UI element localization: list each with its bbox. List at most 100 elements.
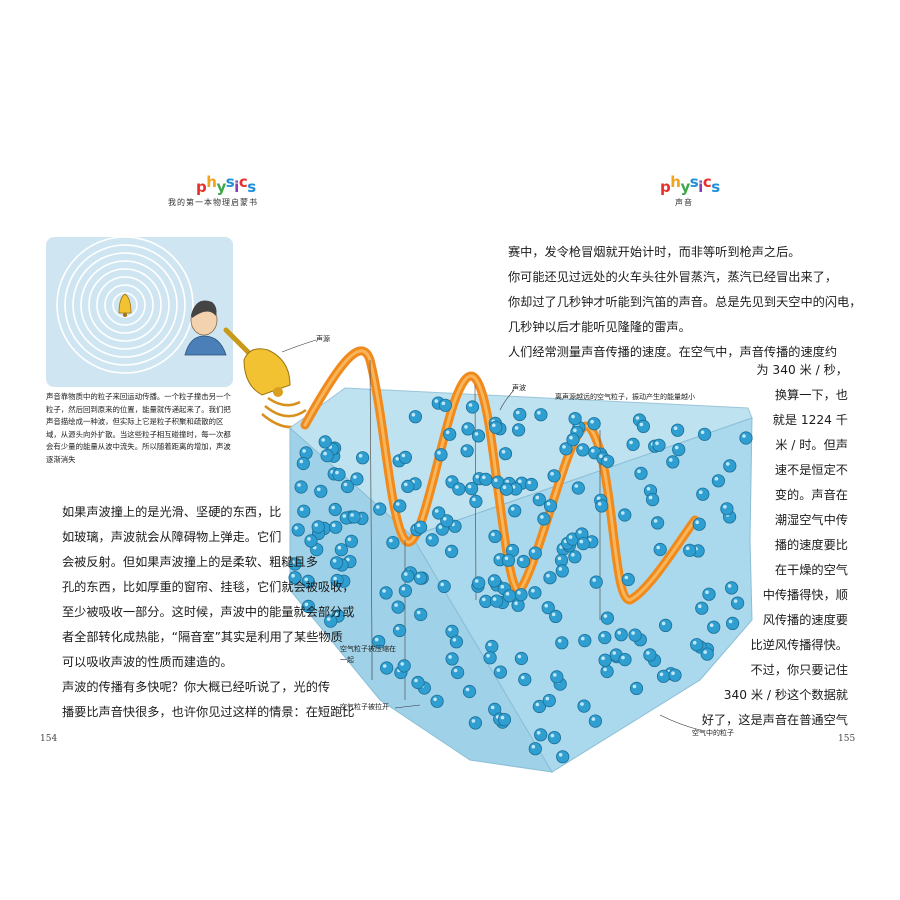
air-particle <box>543 694 555 706</box>
air-particle-highlight <box>428 536 432 540</box>
air-particle-highlight <box>493 597 497 601</box>
air-particle <box>556 637 568 649</box>
air-particle-highlight <box>323 452 327 456</box>
air-particle-highlight <box>437 451 441 455</box>
air-particle-highlight <box>537 731 541 735</box>
paragraph-line: 至少被吸收一部分。这时候，声波中的能量就会部分或 <box>62 600 355 625</box>
air-particle <box>653 439 665 451</box>
air-particle <box>438 580 450 592</box>
paragraph-line: 好了，这是声音在普通空气 <box>702 708 848 733</box>
air-particle-highlight <box>636 416 640 420</box>
air-particle-highlight <box>547 502 551 506</box>
air-particle-highlight <box>649 496 653 500</box>
air-particle-highlight <box>601 656 605 660</box>
air-particle-highlight <box>400 662 404 666</box>
air-particle <box>486 640 498 652</box>
air-particle <box>439 399 451 411</box>
paragraph-line: 变的。声音在 <box>702 483 848 508</box>
air-particle-highlight <box>516 411 520 415</box>
air-particle-highlight <box>501 585 505 589</box>
air-particle-highlight <box>654 519 658 523</box>
air-particle-highlight <box>414 679 418 683</box>
air-particle <box>572 482 584 494</box>
air-particle-highlight <box>598 502 602 506</box>
air-particle <box>402 480 414 492</box>
air-particle-highlight <box>571 415 575 419</box>
air-particle <box>315 485 327 497</box>
air-particle-highlight <box>497 668 501 672</box>
paragraph-line: 为 340 米 / 秒， <box>702 358 848 383</box>
air-particle-highlight <box>417 523 421 527</box>
air-particle <box>535 409 547 421</box>
air-particle-highlight <box>394 603 398 607</box>
air-particle <box>519 673 531 685</box>
air-particle <box>657 670 669 682</box>
air-particle <box>515 652 527 664</box>
air-particle-highlight <box>662 622 666 626</box>
air-particle <box>433 507 445 519</box>
air-particle <box>321 449 333 461</box>
air-particle <box>577 537 589 549</box>
air-particle <box>514 408 526 420</box>
air-particle <box>590 576 602 588</box>
air-particle <box>509 505 521 517</box>
paragraph-line: 不过，你只要记住 <box>702 658 848 683</box>
air-particle <box>295 481 307 493</box>
air-particle <box>502 554 514 566</box>
air-particle <box>579 634 591 646</box>
air-particle <box>444 428 456 440</box>
air-particle-highlight <box>579 446 583 450</box>
air-particle-highlight <box>396 627 400 631</box>
air-particle <box>550 610 562 622</box>
air-particle-highlight <box>604 614 608 618</box>
air-particle-highlight <box>505 557 509 561</box>
air-particle-highlight <box>412 413 416 417</box>
air-particle-highlight <box>502 450 506 454</box>
small-bell-icon <box>119 294 131 317</box>
air-particle <box>472 430 484 442</box>
air-particle-highlight <box>625 576 629 580</box>
air-particle-highlight <box>297 483 301 487</box>
air-particle-highlight <box>562 445 566 449</box>
air-particle <box>319 436 331 448</box>
air-particle <box>517 555 529 567</box>
air-particle <box>451 666 463 678</box>
air-particle <box>414 572 426 584</box>
air-particle-highlight <box>590 420 594 424</box>
air-particle-highlight <box>559 567 563 571</box>
air-particle-highlight <box>656 546 660 550</box>
air-particle-highlight <box>604 458 608 462</box>
air-particle <box>489 530 501 542</box>
air-particle-highlight <box>488 643 492 647</box>
air-particle-highlight <box>536 703 540 707</box>
air-particle <box>453 483 465 495</box>
air-particle <box>557 751 569 763</box>
air-particle-highlight <box>509 547 513 551</box>
air-particle-highlight <box>528 481 532 485</box>
air-particle-highlight <box>443 517 447 521</box>
air-particle-highlight <box>601 634 605 638</box>
air-particle-highlight <box>575 484 579 488</box>
label-sound-wave: 声波 <box>512 383 526 393</box>
air-particle <box>409 411 421 423</box>
air-particle <box>544 572 556 584</box>
air-particle-highlight <box>569 535 573 539</box>
air-particle-highlight <box>376 505 380 509</box>
air-particle-highlight <box>660 673 664 677</box>
air-particle-highlight <box>321 438 325 442</box>
air-particle-highlight <box>417 611 421 615</box>
air-particle-highlight <box>655 442 659 446</box>
air-particle-highlight <box>521 676 525 680</box>
air-particle <box>630 682 642 694</box>
air-particle <box>500 483 512 495</box>
air-particle <box>402 570 414 582</box>
air-particle-highlight <box>353 475 357 479</box>
air-particle-highlight <box>511 507 515 511</box>
air-particle-highlight <box>396 502 400 506</box>
air-particle-highlight <box>448 478 452 482</box>
right-body-text-narrow: 为 340 米 / 秒， 换算一下，也 就是 1224 千 米 / 时。但声 速… <box>702 358 848 733</box>
air-particle-highlight <box>453 638 457 642</box>
paragraph-line: 者全部转化成热能，“隔音室”其实是利用了某些物质 <box>62 625 355 650</box>
air-particle <box>499 448 511 460</box>
right-body-text-wide: 赛中，发令枪冒烟就开始计时，而非等听到枪声之后。 你可能还见过远处的火车头往外冒… <box>508 240 861 365</box>
